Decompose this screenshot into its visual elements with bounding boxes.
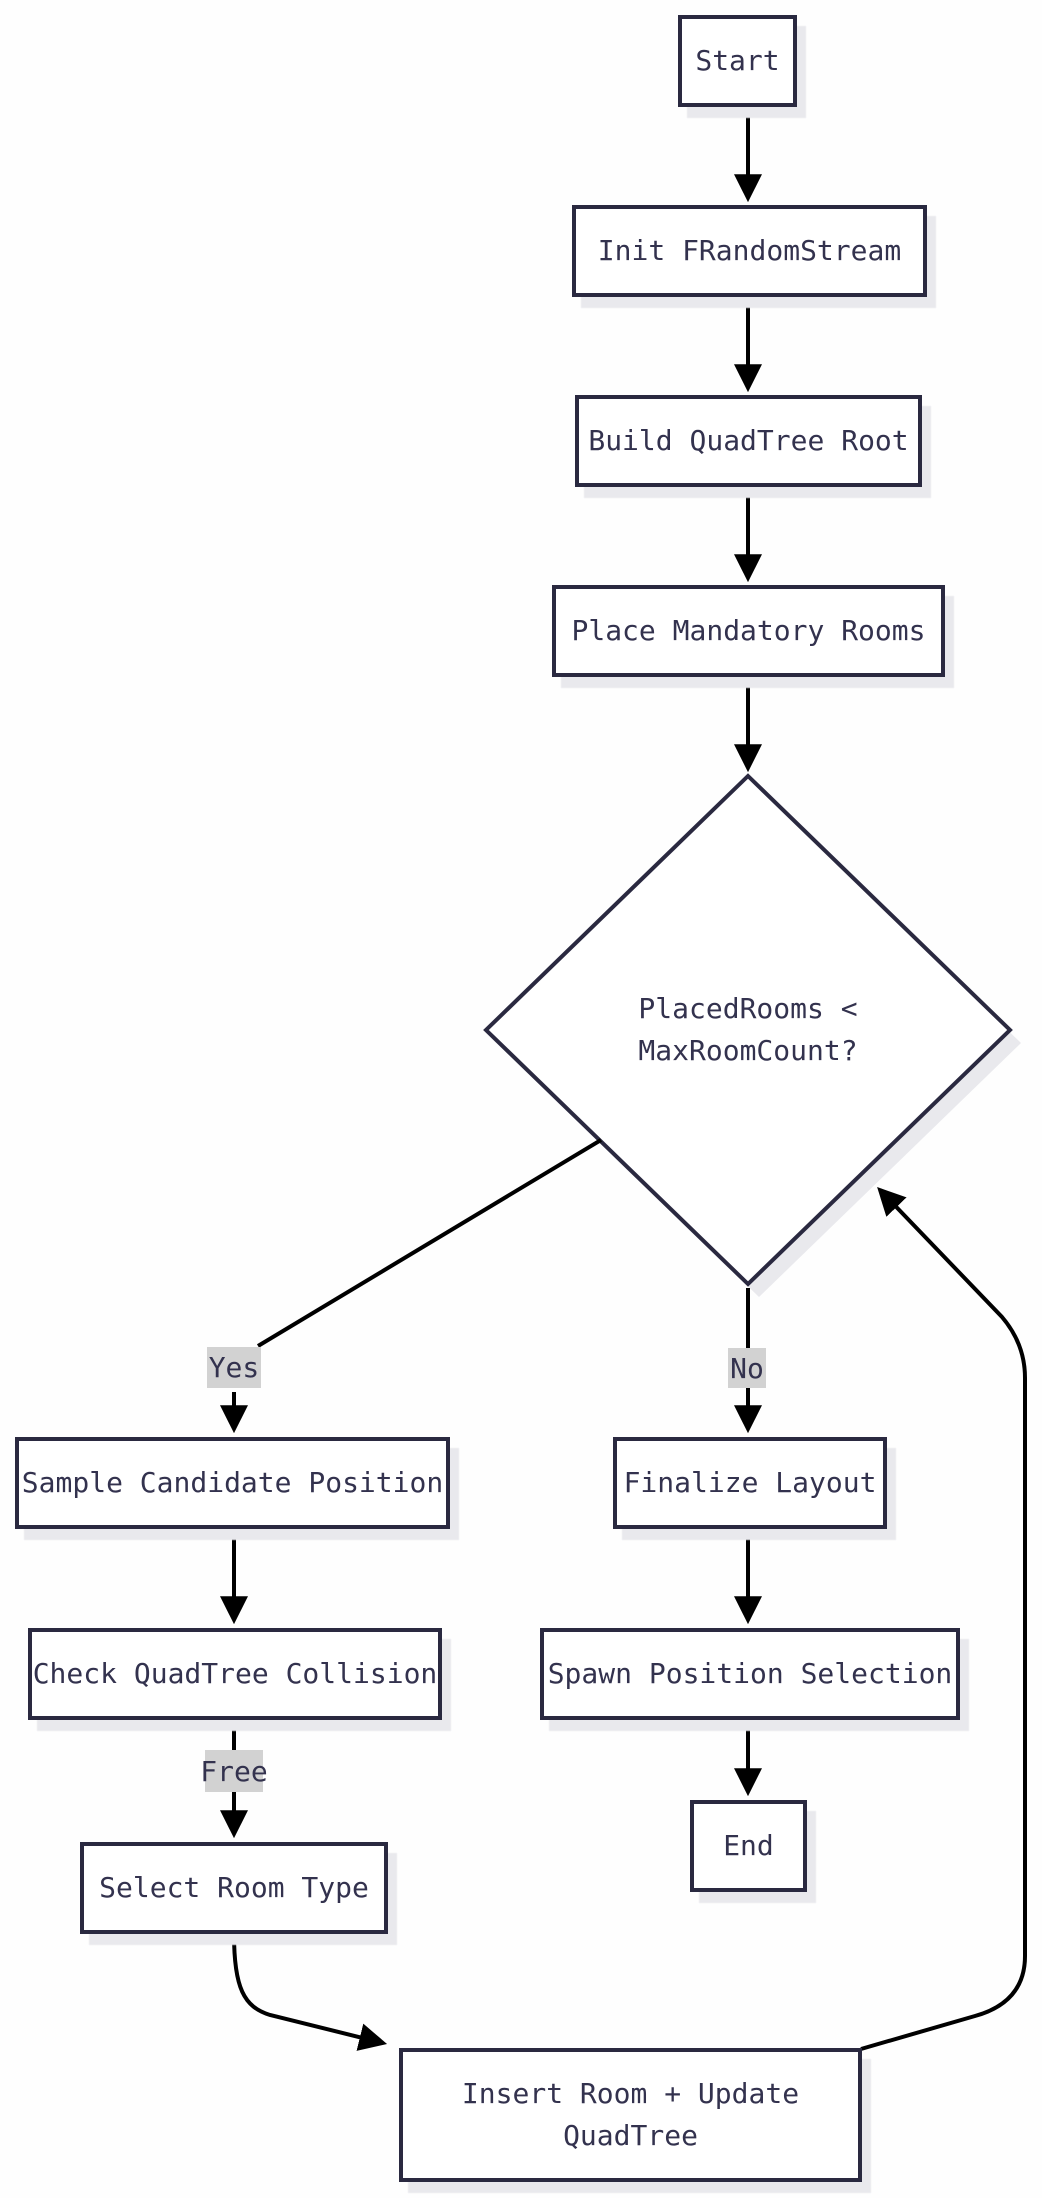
edge-label-yes: Yes (207, 1347, 261, 1388)
node-select-room-type: Select Room Type (80, 1842, 388, 1934)
edge-label-free: Free (200, 1750, 268, 1792)
decision-diamond (483, 773, 1013, 1287)
node-insert-room-update-quadtree: Insert Room + Update QuadTree (399, 2048, 862, 2182)
node-sample-candidate-position: Sample Candidate Position (15, 1437, 450, 1529)
node-init-frandomstream: Init FRandomStream (572, 205, 927, 297)
node-decision-label: PlacedRooms < MaxRoomCount? (638, 992, 858, 1067)
node-end: End (690, 1800, 807, 1892)
node-place-mandatory-rooms: Place Mandatory Rooms (552, 585, 945, 677)
node-build-quadtree-root: Build QuadTree Root (575, 395, 922, 487)
edge-label-no: No (728, 1348, 766, 1388)
node-start: Start (678, 15, 797, 107)
node-spawn-position-selection: Spawn Position Selection (540, 1628, 960, 1720)
edge-decision-yes-diagonal (256, 1138, 603, 1348)
node-check-quadtree-collision: Check QuadTree Collision (28, 1628, 442, 1720)
node-finalize-layout: Finalize Layout (613, 1437, 887, 1529)
edge-select-insert (232, 1933, 388, 2051)
edge-insert-loopback-decision (860, 1186, 1027, 2051)
